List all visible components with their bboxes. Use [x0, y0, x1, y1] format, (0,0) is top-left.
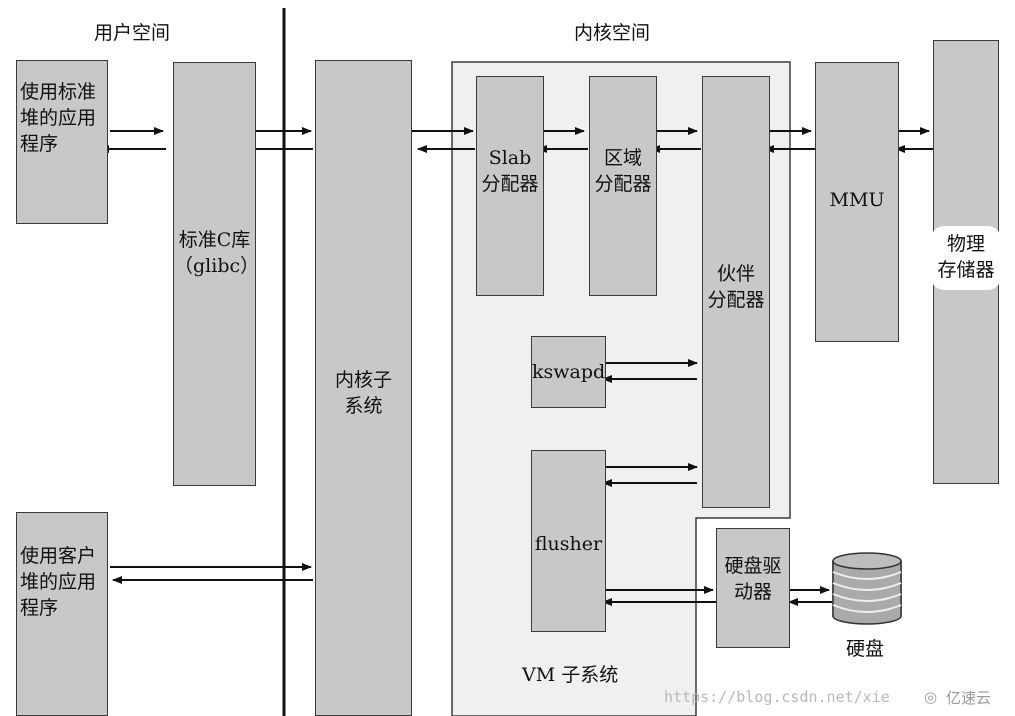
- std-app-label-line3: 程序: [20, 133, 59, 155]
- std-heap-app-box: 使用标准 堆的应用 程序: [16, 60, 108, 224]
- flusher-box: flusher: [531, 450, 606, 632]
- buddy-label-line1: 伙伴: [716, 263, 755, 285]
- custom-app-label-line1: 使用客户: [20, 545, 97, 567]
- kswapd-label: kswapd: [532, 361, 606, 383]
- slab-label-line2: 分配器: [481, 173, 539, 195]
- mmu-box: MMU: [815, 62, 899, 342]
- glibc-label-line1: 标准C库: [178, 229, 251, 251]
- kernel-subsystem-box: 内核子 系统: [315, 60, 412, 716]
- kswapd-box: kswapd: [531, 336, 606, 408]
- slab-allocator-box: Slab 分配器: [476, 76, 544, 296]
- memory-label-line2: 存储器: [937, 259, 995, 281]
- hard-disk-icon: [832, 552, 902, 625]
- memory-label-line1: 物理: [946, 233, 985, 255]
- flusher-label: flusher: [534, 533, 603, 555]
- mmu-label: MMU: [829, 189, 885, 211]
- glibc-box: 标准C库 （glibc）: [173, 62, 260, 486]
- buddy-allocator-box: 伙伴 分配器: [702, 76, 770, 508]
- kernel-subsystem-label-line2: 系统: [344, 395, 383, 417]
- kernel-subsystem-label-line1: 内核子: [334, 369, 392, 391]
- header-kernel-space: 内核空间: [574, 22, 651, 44]
- disk-driver-label-line1: 硬盘驱: [724, 555, 782, 577]
- custom-app-label-line3: 程序: [20, 597, 59, 619]
- disk-driver-box: 硬盘驱 动器: [716, 528, 790, 648]
- memory-break-gap: [931, 226, 1001, 290]
- custom-heap-app-box: 使用客户 堆的应用 程序: [16, 512, 108, 716]
- zone-label-line1: 区域: [603, 147, 642, 169]
- vm-subsystem-label: VM 子系统: [522, 664, 619, 686]
- slab-label-line1: Slab: [488, 147, 532, 169]
- watermark-brand: 亿速云: [946, 689, 992, 707]
- buddy-label-line2: 分配器: [707, 289, 765, 311]
- watermark-url: https://blog.csdn.net/xie: [664, 688, 890, 706]
- disk-driver-label-line2: 动器: [733, 581, 772, 603]
- watermark-logo-icon: ◎: [924, 688, 938, 706]
- header-user-space: 用户空间: [94, 22, 171, 44]
- std-app-label-line2: 堆的应用: [20, 107, 97, 129]
- physical-memory-box: 物理 存储器: [931, 40, 1001, 484]
- zone-label-line2: 分配器: [594, 173, 652, 195]
- hard-disk-label: 硬盘: [846, 638, 885, 660]
- glibc-label-line2: （glibc）: [174, 255, 260, 277]
- custom-app-label-line2: 堆的应用: [20, 571, 97, 593]
- std-app-label-line1: 使用标准: [20, 81, 97, 103]
- zone-allocator-box: 区域 分配器: [589, 76, 657, 296]
